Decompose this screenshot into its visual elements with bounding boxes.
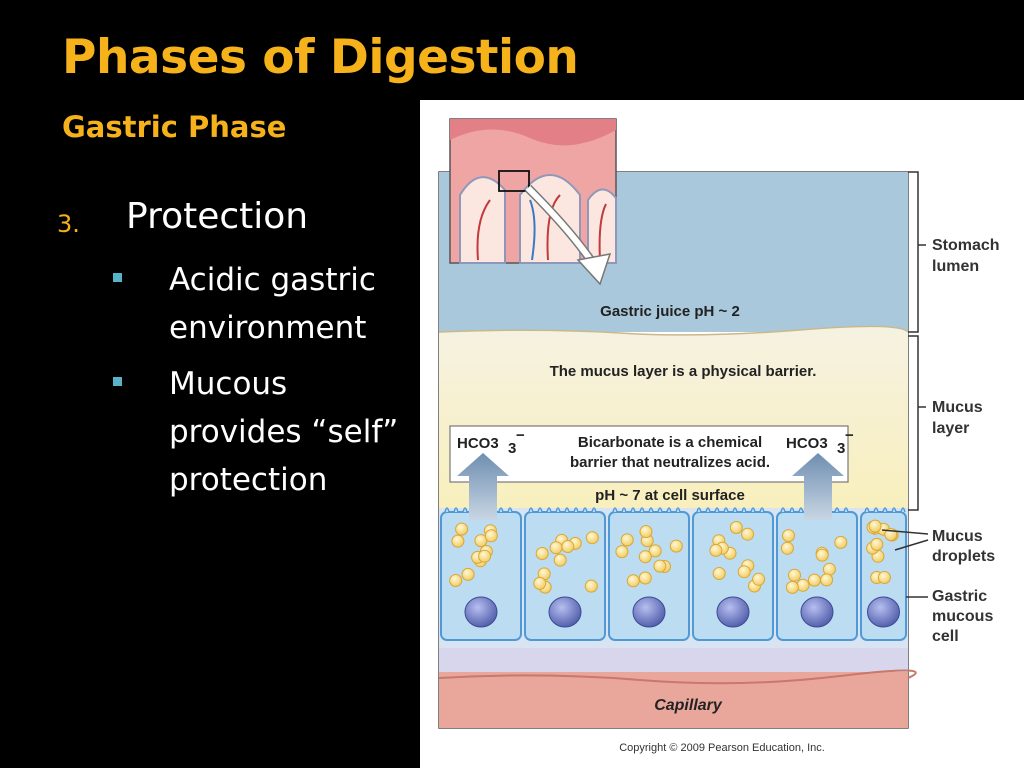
svg-text:−: − (516, 427, 525, 444)
mucus-droplet (639, 525, 653, 539)
mucus-droplet (653, 559, 667, 573)
mucus-droplet (638, 550, 652, 564)
bicarbonate-line-2: barrier that neutralizes acid. (570, 454, 770, 471)
mucus-droplet (741, 527, 755, 541)
mucus-droplet (877, 571, 891, 584)
hco3-right-label: HCO3 (786, 435, 828, 452)
ph-surface-label: pH ~ 7 at cell surface (595, 487, 745, 504)
bullet-marker (113, 273, 122, 282)
list-heading: Protection (126, 196, 309, 237)
svg-text:3: 3 (508, 440, 516, 457)
mucus-droplet (788, 568, 801, 582)
mucus-droplet (549, 541, 563, 555)
mucus-droplet (834, 535, 848, 549)
region-brackets (881, 171, 929, 598)
bicarbonate-box (449, 425, 849, 483)
bicarbonate-line-1: Bicarbonate is a chemical (578, 434, 762, 451)
mucus-droplet (615, 545, 629, 559)
cell-nucleus (632, 596, 666, 628)
cell-nucleus (716, 596, 750, 628)
bicarbonate-arrow-left (457, 453, 509, 520)
mucus-droplet (870, 537, 884, 551)
hco3-left-label: HCO3 (457, 435, 499, 452)
mucus-droplet (782, 529, 795, 543)
list-number: 3. (57, 210, 80, 238)
mucus-droplet (709, 543, 723, 557)
copyright-notice: Copyright © 2009 Pearson Education, Inc. (619, 742, 825, 754)
mucus-droplet (474, 534, 488, 548)
mucus-droplet (584, 579, 598, 593)
cell-nucleus (867, 596, 900, 628)
mucus-droplet (455, 522, 469, 536)
mucus-droplet (822, 562, 836, 576)
mucus-droplet (626, 574, 640, 588)
mucosa-inset (449, 118, 617, 264)
mucus-droplet (638, 571, 652, 585)
cell-nucleus (800, 596, 834, 628)
mucus-droplet (868, 519, 882, 533)
mucus-droplet (478, 549, 492, 563)
cell-nucleus (548, 596, 582, 628)
mucus-droplet (752, 572, 766, 586)
gastric-mucosa-figure: Capillary Gastric juice pH ~ 2 The mucus… (420, 100, 1024, 768)
mucus-droplet (820, 573, 834, 587)
mucus-droplet (729, 521, 743, 534)
bullet-marker (113, 377, 122, 386)
mucus-droplet (535, 547, 549, 560)
mucus-droplet (648, 544, 662, 558)
gastric-mucous-cells (440, 507, 907, 641)
mucus-droplet (796, 578, 810, 592)
bullet-text: Acidic gastric environment (169, 262, 376, 346)
mucus-droplet (585, 531, 599, 545)
slide-title: Phases of Digestion (62, 30, 579, 85)
mucus-droplet (561, 540, 575, 553)
capillary-label: Capillary (654, 697, 723, 714)
mucus-droplet (785, 580, 799, 594)
bicarbonate-arrow-right (792, 453, 844, 520)
cell-nucleus (464, 596, 498, 628)
figure-illustration: Capillary Gastric juice pH ~ 2 The mucus… (438, 118, 1000, 754)
mucus-droplet (553, 553, 567, 567)
mucus-droplet (815, 548, 829, 562)
mucus-droplet (451, 534, 465, 548)
mucus-droplet (484, 529, 498, 543)
mucus-droplet (533, 576, 547, 590)
svg-text:−: − (845, 427, 854, 444)
svg-text:3: 3 (837, 440, 845, 457)
mucus-droplet (807, 573, 821, 587)
mucus-droplet (712, 567, 726, 580)
mucus-barrier-label: The mucus layer is a physical barrier. (550, 363, 817, 380)
mucus-droplet (620, 533, 634, 547)
slide-subtitle: Gastric Phase (62, 110, 287, 144)
mucus-droplet (461, 567, 475, 581)
mucus-droplet (737, 565, 751, 579)
mucus-droplet (449, 574, 463, 587)
gastric-juice-label: Gastric juice pH ~ 2 (600, 303, 740, 320)
mucus-droplet (780, 541, 794, 555)
bullet-text: Mucous provides “self” protection (169, 366, 399, 498)
mucus-droplet (669, 539, 683, 553)
